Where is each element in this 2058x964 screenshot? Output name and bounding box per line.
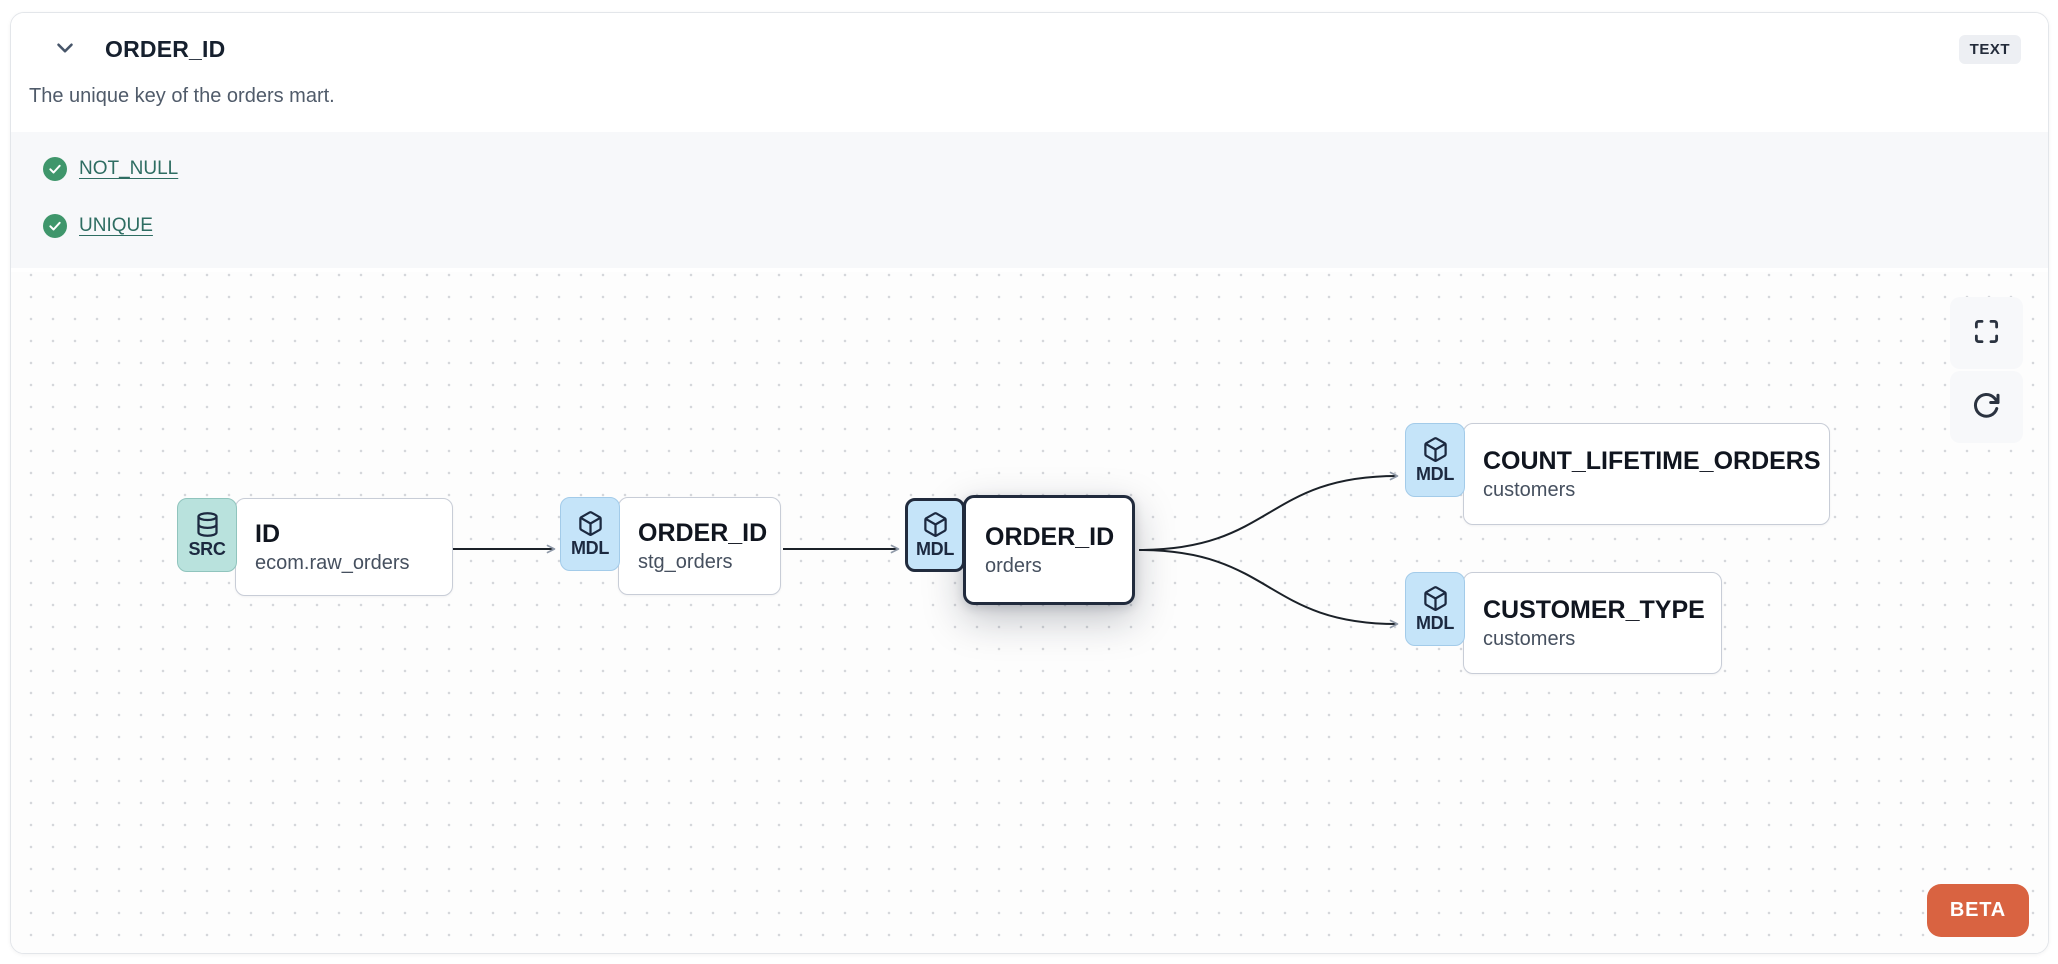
- node-model-name: customers: [1483, 627, 1576, 650]
- node-model-name: orders: [985, 554, 1042, 577]
- check-circle-icon: [43, 213, 67, 238]
- fullscreen-button[interactable]: [1950, 297, 2023, 369]
- node-model-name: customers: [1483, 478, 1576, 501]
- node-kind-badge: MDL: [560, 497, 620, 571]
- check-circle-icon: [43, 156, 67, 181]
- node-card: ORDER_ID stg_orders: [618, 497, 781, 595]
- lineage-node-customer-type[interactable]: MDL CUSTOMER_TYPE customers: [1405, 572, 1722, 674]
- node-kind-label: MDL: [1415, 463, 1455, 484]
- node-column-name: ORDER_ID: [985, 522, 1115, 551]
- lineage-node-orders-selected[interactable]: MDL ORDER_ID orders: [905, 495, 1135, 605]
- lineage-node-count-lifetime-orders[interactable]: MDL COUNT_LIFETIME_ORDERS customers: [1405, 423, 1830, 525]
- node-kind-label: MDL: [1415, 612, 1455, 633]
- test-row: NOT_NULL: [11, 140, 2048, 197]
- node-column-name: ID: [255, 519, 280, 548]
- collapse-button[interactable]: [50, 34, 80, 64]
- lineage-node-stg-orders[interactable]: MDL ORDER_ID stg_orders: [560, 497, 781, 595]
- test-row: UNIQUE: [11, 197, 2048, 254]
- chevron-down-icon: [52, 35, 78, 64]
- lineage-canvas[interactable]: SRC ID ecom.raw_orders MDL ORDER_ID stg_…: [11, 272, 2048, 953]
- node-column-name: COUNT_LIFETIME_ORDERS: [1483, 446, 1821, 475]
- refresh-button[interactable]: [1950, 371, 2023, 443]
- column-detail-panel: ORDER_ID TEXT The unique key of the orde…: [10, 12, 2049, 954]
- node-kind-badge: MDL: [905, 498, 965, 572]
- node-kind-badge: SRC: [177, 498, 237, 572]
- beta-badge: BETA: [1926, 884, 2029, 937]
- lineage-node-ecom-raw-orders[interactable]: SRC ID ecom.raw_orders: [177, 498, 453, 596]
- node-kind-badge: MDL: [1405, 423, 1465, 497]
- fullscreen-icon: [1973, 318, 2000, 348]
- node-kind-label: MDL: [570, 537, 610, 558]
- cube-icon: [1422, 436, 1449, 463]
- cube-icon: [922, 511, 949, 538]
- node-model-name: stg_orders: [638, 550, 733, 573]
- database-icon: [194, 511, 221, 538]
- cube-icon: [1422, 585, 1449, 612]
- column-title: ORDER_ID: [105, 35, 226, 62]
- node-column-name: ORDER_ID: [638, 518, 768, 547]
- node-kind-badge: MDL: [1405, 572, 1465, 646]
- lineage-edges: [453, 471, 1399, 629]
- node-kind-label: MDL: [915, 538, 955, 559]
- column-type-badge: TEXT: [1958, 34, 2021, 64]
- node-kind-label: SRC: [188, 538, 226, 559]
- node-card: COUNT_LIFETIME_ORDERS customers: [1463, 423, 1830, 525]
- refresh-icon: [1972, 391, 2001, 423]
- node-card: ID ecom.raw_orders: [235, 498, 453, 596]
- node-card: ORDER_ID orders: [963, 495, 1135, 605]
- panel-header: ORDER_ID TEXT The unique key of the orde…: [11, 13, 2048, 132]
- node-card: CUSTOMER_TYPE customers: [1463, 572, 1722, 674]
- test-link-not-null[interactable]: NOT_NULL: [79, 157, 179, 179]
- node-model-name: ecom.raw_orders: [255, 551, 410, 574]
- node-column-name: CUSTOMER_TYPE: [1483, 595, 1705, 624]
- column-description: The unique key of the orders mart.: [29, 85, 335, 107]
- tests-section: NOT_NULL UNIQUE: [11, 132, 2048, 268]
- cube-icon: [577, 510, 604, 537]
- test-link-unique[interactable]: UNIQUE: [79, 214, 153, 236]
